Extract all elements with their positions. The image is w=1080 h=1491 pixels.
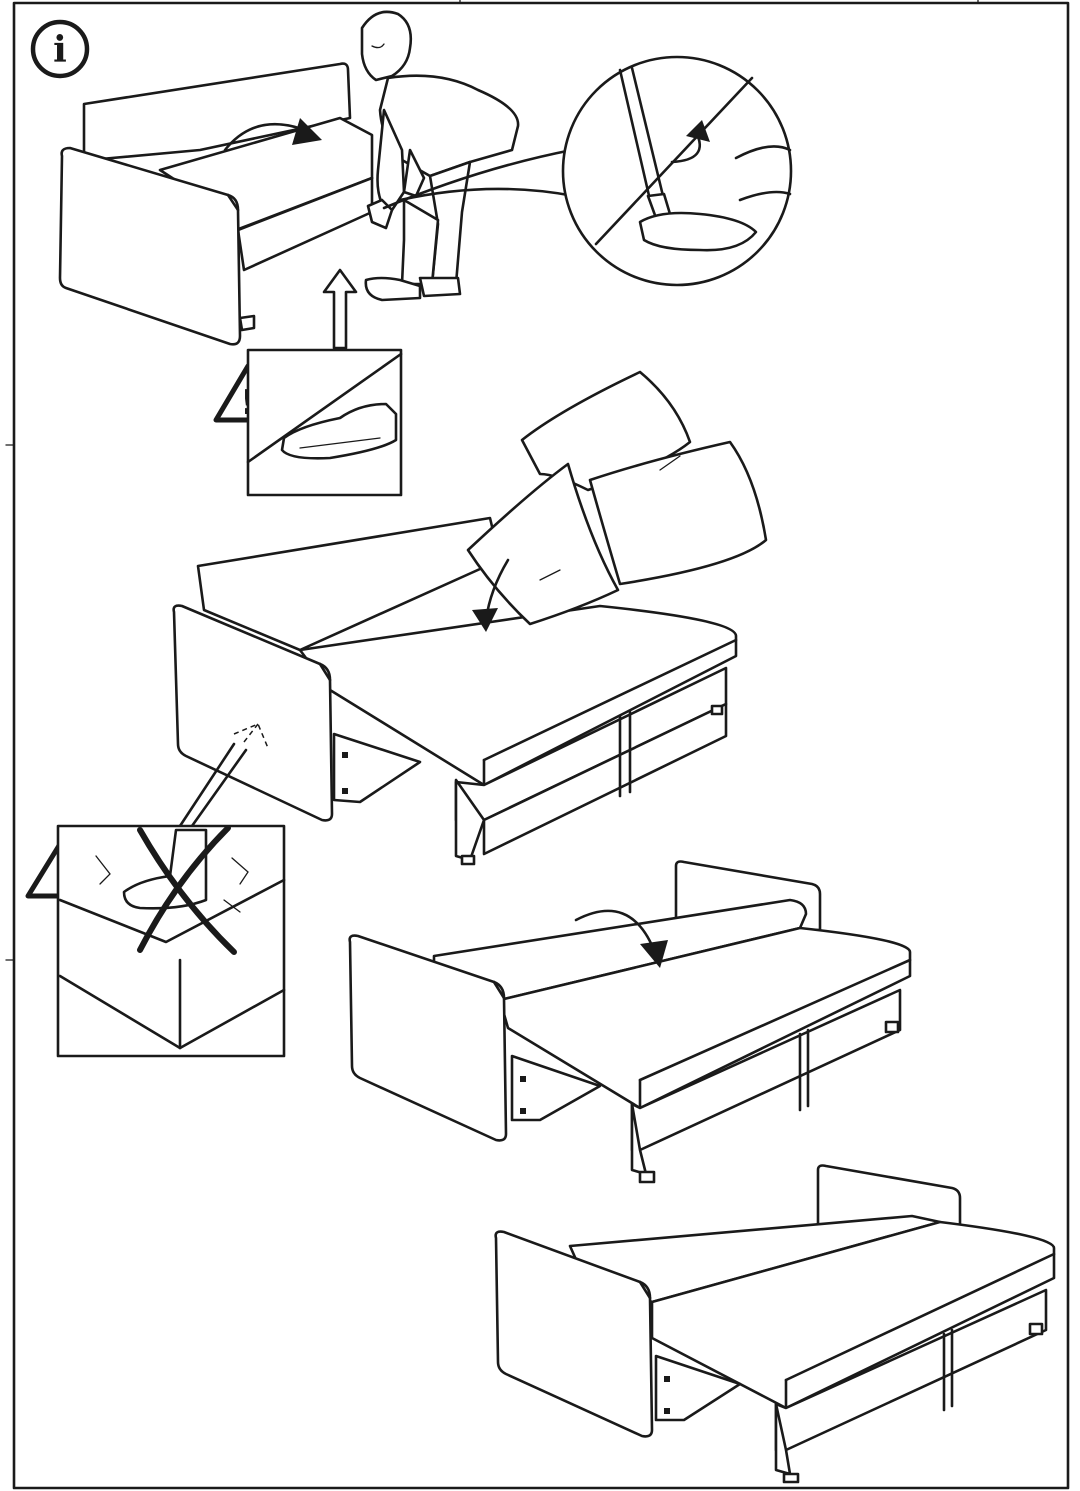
zoom-detail-lever [561,55,793,287]
pointer-arrow-1 [322,268,358,350]
warning-box-foot-under-sofa [246,348,403,497]
step1-sofa [58,62,374,346]
step4-sofa-bed [494,1164,1056,1484]
step3-sofa [348,860,912,1184]
page-frame [5,0,1070,1490]
step2-sofa [172,516,738,866]
person-lifting-figure [360,10,520,302]
info-icon: i [30,19,90,79]
info-icon-glyph: i [53,29,67,71]
warning-box-do-not-stand [56,824,286,1058]
step2-cushions [466,370,768,632]
prohibited-cross-icon [137,825,237,955]
